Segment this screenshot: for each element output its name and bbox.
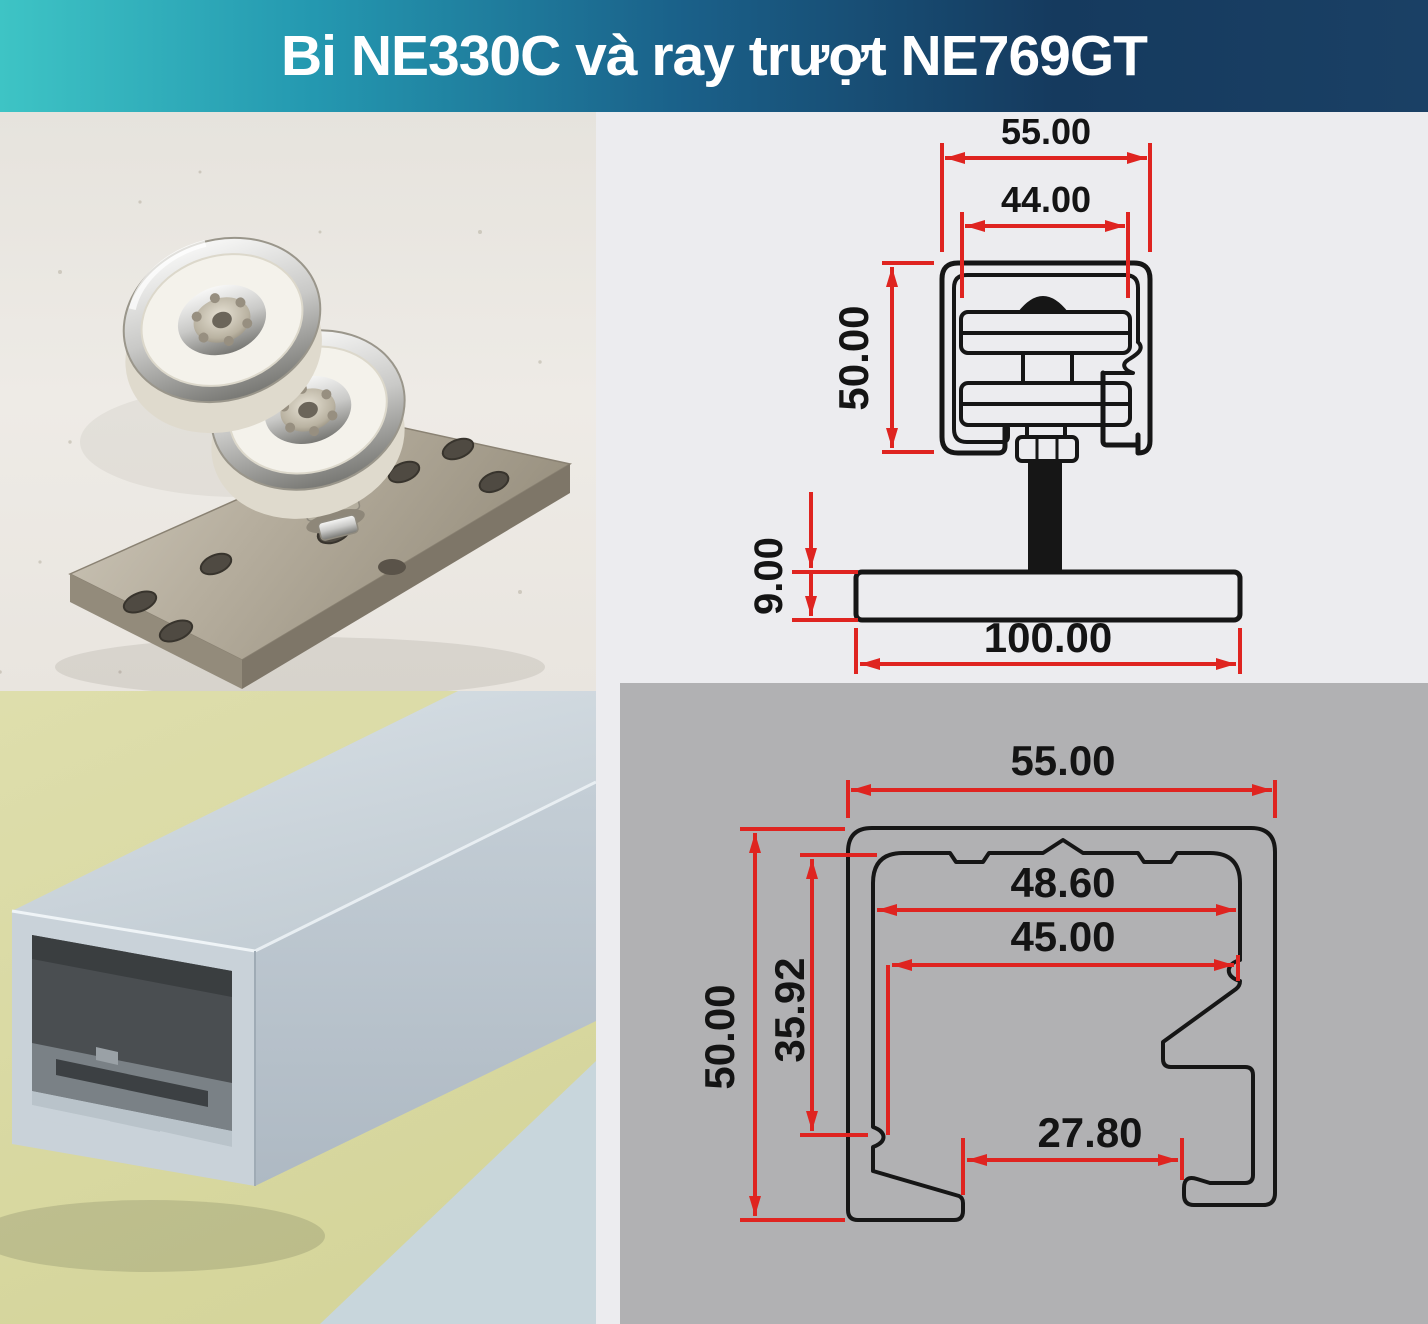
channel-inner-line [952,273,1143,444]
dim-top-width: 55.00 [846,737,1277,818]
track-profile-3d [11,691,596,1186]
roller-photo [0,112,596,691]
profile-side-face [255,782,596,1186]
dim-height-label: 50.00 [830,305,877,410]
track-photo [0,691,596,1324]
roller-photo-image [0,112,596,691]
bolt-shaft [1028,461,1062,572]
page-title: Bi NE330C và ray trượt NE769GT [281,23,1148,88]
dim-bottom-opening: 27.80 [961,1109,1184,1195]
track-photo-image [0,691,596,1324]
track-diagram-svg: 55.00 50.00 35.92 [696,737,1277,1222]
dim-top-width: 55.00 [940,112,1152,252]
dim-plate-width-label: 100.00 [984,614,1112,661]
background-blue-patch [320,1061,596,1324]
dim-plate-width: 100.00 [854,614,1242,674]
hex-nut [1015,435,1079,463]
dim-plate-thickness: 9.00 [747,492,858,622]
dim-roller-width: 44.00 [960,179,1130,298]
track-diagram-panel: 55.00 50.00 35.92 [596,683,1428,1324]
dim-inner-height: 35.92 [766,853,877,1137]
track-dimension-diagram: 55.00 50.00 35.92 [620,683,1428,1324]
dim-top-width-label: 55.00 [1001,112,1091,152]
roller-dimension-diagram: 55.00 44.00 50.00 [596,112,1428,683]
dimension-lines: 55.00 44.00 50.00 [747,112,1242,674]
dim-plate-thickness-label: 9.00 [747,537,791,615]
break-squiggle [1103,340,1143,375]
dim-inner-width-mid-label: 45.00 [1010,913,1115,960]
dim-bottom-opening-label: 27.80 [1037,1109,1142,1156]
dim-roller-width-label: 44.00 [1001,179,1091,220]
dim-inner-width-top: 48.60 [877,859,1236,916]
dim-inner-width-mid: 45.00 [886,913,1240,1135]
roller-wheel-upper [122,236,322,434]
dim-height: 50.00 [696,827,845,1222]
track-profile-outline [846,826,1277,1222]
dim-inner-width-top-label: 48.60 [1010,859,1115,906]
title-banner: Bi NE330C và ray trượt NE769GT [0,0,1428,112]
channel-outline [939,260,1153,456]
roller-diagram-svg: 55.00 44.00 50.00 [747,112,1243,674]
dim-inner-height-label: 35.92 [766,957,813,1062]
dome [1018,296,1068,312]
dim-height: 50.00 [830,261,934,454]
dim-height-label: 50.00 [696,984,743,1089]
base-plate [853,569,1243,623]
profile-slot [56,1059,208,1107]
profile-top-face [12,691,596,951]
dim-top-width-label: 55.00 [1010,737,1115,784]
roller-assembly [853,296,1243,623]
dimension-lines: 55.00 50.00 35.92 [696,737,1277,1222]
